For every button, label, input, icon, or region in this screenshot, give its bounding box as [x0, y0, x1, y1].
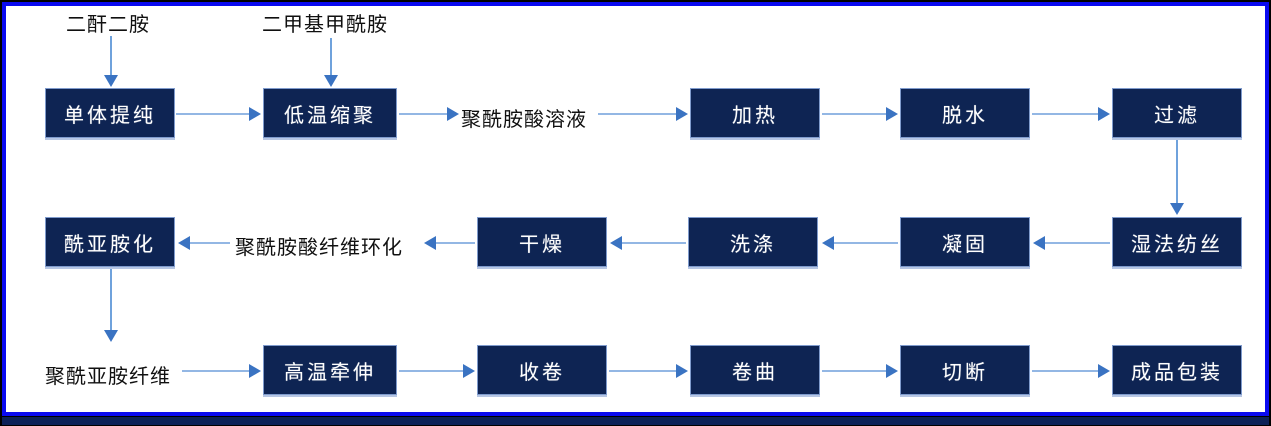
figure-canvas: [2, 2, 1269, 416]
box-monomer-purification: 单体提纯: [45, 88, 175, 138]
arrow-down-input1-icon: [103, 36, 119, 87]
arrow-left-r2-1-icon: [1033, 235, 1110, 251]
arrow-left-r2-5-icon: [178, 235, 230, 251]
arrow-right-r3-1-icon: [182, 363, 261, 379]
arrow-left-r2-3-icon: [610, 235, 686, 251]
arrow-right-r1-5-icon: [1032, 106, 1110, 122]
arrow-right-r3-2-icon: [399, 363, 475, 379]
arrow-right-r3-3-icon: [609, 363, 688, 379]
box-winding: 收卷: [477, 345, 607, 395]
arrow-right-r1-4-icon: [822, 106, 898, 122]
arrow-right-r1-1-icon: [176, 106, 261, 122]
label-dimethylformamide: 二甲基甲酰胺: [262, 14, 388, 36]
label-polyamic-acid-fiber-cyclization: 聚酰胺酸纤维环化: [235, 237, 403, 259]
label-polyamic-acid-solution: 聚酰胺酸溶液: [461, 109, 587, 131]
arrow-right-r1-3-icon: [598, 106, 688, 122]
arrow-right-r1-2-icon: [399, 106, 459, 122]
label-dianhydride-diamine: 二酐二胺: [66, 14, 150, 36]
box-high-temp-drawing: 高温牵伸: [263, 345, 397, 395]
arrow-right-r3-5-icon: [1032, 363, 1110, 379]
arrow-left-r2-4-icon: [424, 235, 475, 251]
bottom-divider-bar: [2, 417, 1269, 425]
box-finished-product-packaging: 成品包装: [1112, 345, 1242, 395]
box-crimping: 卷曲: [690, 345, 820, 395]
box-heating: 加热: [690, 88, 820, 138]
box-washing: 洗涤: [688, 217, 818, 267]
arrow-down-imidization-icon: [103, 269, 119, 342]
arrow-down-filtration-icon: [1169, 140, 1185, 215]
box-coagulation: 凝固: [900, 217, 1030, 267]
box-wet-spinning: 湿法纺丝: [1112, 217, 1242, 267]
label-polyimide-fiber: 聚酰亚胺纤维: [45, 366, 171, 388]
box-dehydration: 脱水: [900, 88, 1030, 138]
arrow-right-r3-4-icon: [822, 363, 898, 379]
box-imidization: 酰亚胺化: [45, 217, 175, 267]
arrow-down-input2-icon: [323, 38, 339, 87]
box-low-temp-polycondensation: 低温缩聚: [263, 88, 397, 138]
arrow-left-r2-2-icon: [822, 235, 898, 251]
box-filtration: 过滤: [1112, 88, 1242, 138]
box-drying: 干燥: [477, 217, 607, 267]
box-cutting: 切断: [900, 345, 1030, 395]
